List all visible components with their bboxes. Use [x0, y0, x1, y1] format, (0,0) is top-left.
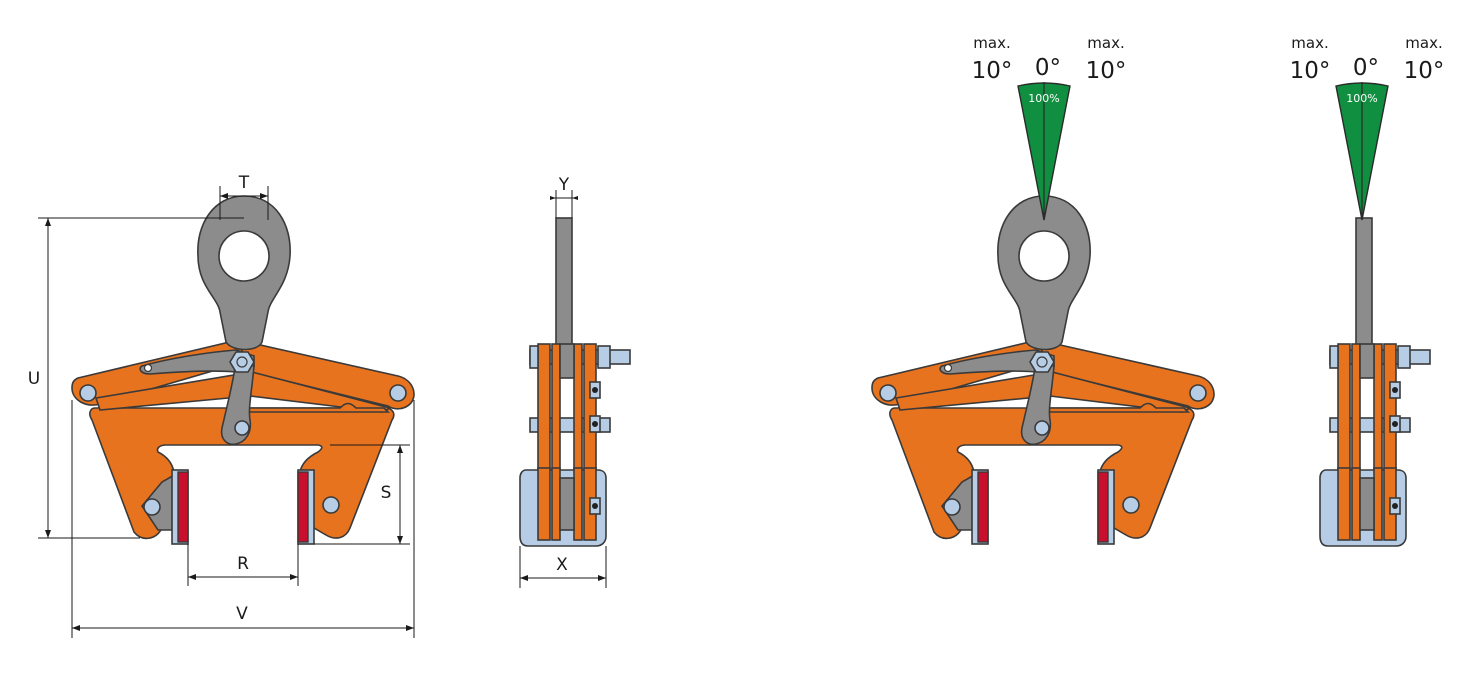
dim-label-v: V — [236, 604, 248, 624]
dimension-x: X — [519, 546, 607, 588]
dimension-y: Y — [550, 175, 578, 218]
dimension-r: R — [187, 544, 299, 586]
dimension-v: V — [71, 400, 415, 638]
angle-right-value-side: 10° — [1404, 58, 1445, 84]
angle-right-label-front: max. — [1087, 34, 1124, 52]
dim-label-r: R — [237, 554, 249, 574]
angle-left-label-front: max. — [973, 34, 1010, 52]
side-view-angle-group — [1319, 217, 1431, 547]
angle-center-value-front: 0° — [1035, 55, 1061, 81]
angle-center-value-side: 0° — [1353, 55, 1379, 81]
dimension-s: S — [314, 444, 410, 545]
angle-left-value-front: 10° — [972, 58, 1013, 84]
angle-right-value-front: 10° — [1086, 58, 1127, 84]
angle-indicator-side: 100% max. 10° 0° max. 10° — [1290, 34, 1445, 221]
dim-label-u: U — [28, 369, 40, 389]
dim-label-x: X — [556, 555, 568, 575]
angle-indicator-front: 100% max. 10° 0° max. 10° — [972, 34, 1127, 221]
front-view-clamp-angle — [871, 195, 1215, 545]
side-view-clamp — [519, 217, 631, 547]
dim-label-s: S — [381, 483, 392, 503]
angle-right-label-side: max. — [1405, 34, 1442, 52]
angle-percent-front: 100% — [1028, 92, 1059, 105]
dim-label-t: T — [238, 173, 250, 193]
dimension-u: U — [28, 217, 244, 539]
front-view-angle-group — [871, 195, 1215, 545]
dimension-t: T — [219, 173, 269, 220]
angle-left-label-side: max. — [1291, 34, 1328, 52]
front-view-clamp — [71, 195, 415, 545]
angle-percent-side: 100% — [1346, 92, 1377, 105]
side-view-clamp-angle — [1319, 217, 1431, 547]
angle-left-value-side: 10° — [1290, 58, 1331, 84]
dim-label-y: Y — [558, 175, 570, 195]
